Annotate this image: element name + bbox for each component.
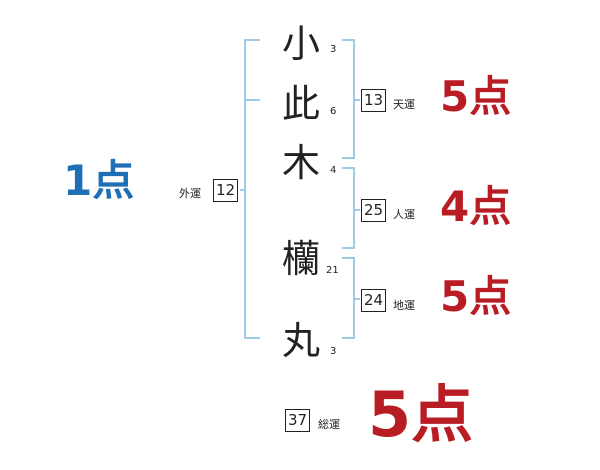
souun-score: 5点 — [368, 378, 474, 451]
souun-value-box: 37 — [285, 409, 310, 432]
tenun-label: 天運 — [393, 98, 415, 111]
chiun-bracket — [342, 257, 355, 339]
gaiun-score: 1点 — [63, 156, 135, 205]
tenun-score: 5点 — [440, 72, 512, 121]
gaiun-label: 外運 — [179, 187, 201, 200]
chiun-value-box: 24 — [361, 289, 386, 312]
jinun-bracket — [342, 167, 355, 249]
tenun-bracket — [342, 39, 355, 159]
tenun-value-box: 13 — [361, 89, 386, 112]
chiun-score: 5点 — [440, 272, 512, 321]
jinun-score: 4点 — [440, 182, 512, 231]
name-char-2: 此 — [281, 82, 320, 126]
chiun-label: 地運 — [393, 299, 415, 312]
gaiun-value-box: 12 — [213, 179, 238, 202]
outer-bracket — [244, 39, 260, 339]
stroke-count-2: 6 — [330, 106, 337, 117]
stroke-count-4: 21 — [326, 265, 339, 276]
jinun-label: 人運 — [393, 208, 415, 221]
name-char-1: 小 — [281, 22, 320, 66]
stroke-count-1: 3 — [330, 44, 337, 55]
stroke-count-5: 3 — [330, 346, 337, 357]
jinun-value-box: 25 — [361, 199, 386, 222]
name-char-5: 丸 — [281, 319, 320, 363]
souun-label: 総運 — [318, 418, 340, 431]
name-char-4: 欗 — [281, 237, 320, 281]
stroke-count-3: 4 — [330, 165, 337, 176]
name-char-3: 木 — [281, 141, 320, 185]
